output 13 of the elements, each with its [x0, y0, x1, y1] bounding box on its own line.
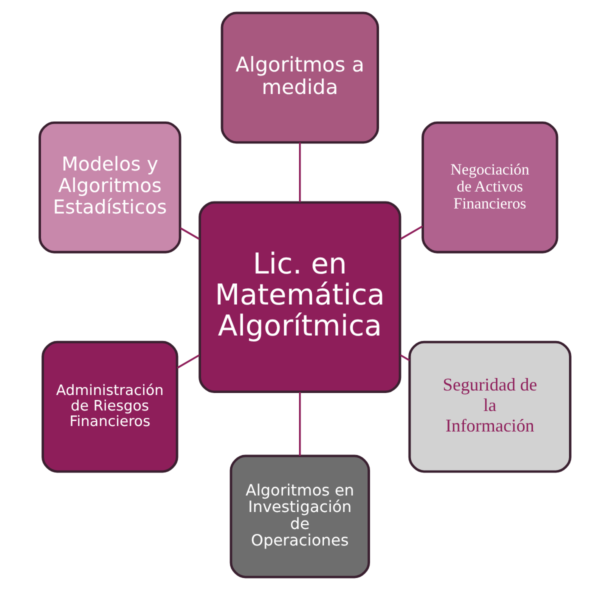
connector — [299, 142, 301, 202]
connector — [400, 354, 410, 362]
connector — [299, 392, 301, 456]
node-box: Administración de Riesgos Financieros — [42, 340, 178, 473]
node-box: Algoritmos en Investigación de Operaciones — [230, 454, 370, 578]
node-box: Modelos y Algoritmos Estadísticos — [38, 121, 182, 254]
connector — [180, 227, 200, 240]
node-box: Algoritmos a medida — [220, 12, 380, 144]
node-box: Negociación de Activos Financieros — [422, 121, 558, 254]
node-box: Lic. en Matemática Algorítmica — [198, 201, 402, 393]
connector — [400, 226, 424, 240]
node-box: Seguridad de la Información — [408, 340, 572, 473]
connector — [176, 354, 200, 369]
